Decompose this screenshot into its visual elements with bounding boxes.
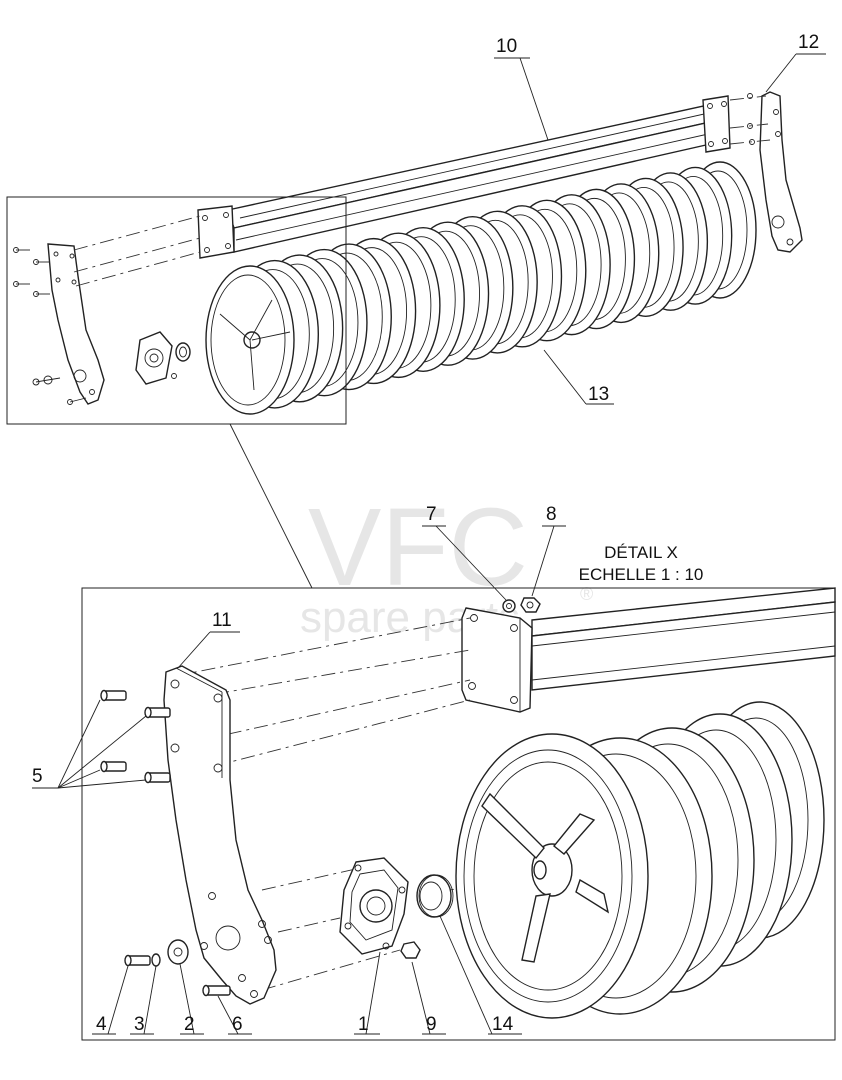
roller-discs xyxy=(205,161,757,415)
detail-roller-discs xyxy=(455,701,825,1019)
callout-6: 6 xyxy=(232,1014,243,1035)
nut-9 xyxy=(400,941,421,959)
fastener-group xyxy=(124,939,231,997)
shaft xyxy=(533,860,547,880)
callout-8: 8 xyxy=(546,504,557,525)
washer-7 xyxy=(502,599,516,613)
detail-x-region-box xyxy=(6,196,347,425)
spoke xyxy=(553,813,596,855)
hub xyxy=(531,843,573,897)
detail-view-frame xyxy=(81,587,836,1041)
callout-14: 14 xyxy=(492,1014,514,1035)
detail-beam xyxy=(461,587,836,713)
callout-11: 11 xyxy=(212,610,232,631)
callout-3: 3 xyxy=(134,1014,145,1035)
callout-10: 10 xyxy=(496,36,517,57)
callout-5: 5 xyxy=(32,766,43,787)
right-side-plate xyxy=(729,91,803,253)
callout-1: 1 xyxy=(358,1014,369,1035)
bolts-5 xyxy=(100,689,171,784)
overview-assembly xyxy=(6,91,803,589)
callout-2: 2 xyxy=(184,1014,195,1035)
callout-labels: 10 12 13 7 8 11 5 4 3 2 6 1 9 14 xyxy=(32,32,819,1035)
top-beam xyxy=(197,95,731,259)
callout-leaders xyxy=(32,53,826,1035)
spoke xyxy=(521,893,551,963)
watermark-registered-symbol: ® xyxy=(580,584,593,604)
detail-assembly-axes xyxy=(174,617,531,991)
callout-12: 12 xyxy=(798,32,819,53)
watermark-logo: VFC xyxy=(308,486,528,609)
callout-4: 4 xyxy=(96,1014,107,1035)
spoke xyxy=(481,792,545,860)
washer-2 xyxy=(167,939,189,965)
washer-3 xyxy=(151,953,161,967)
detail-title: DÉTAIL X xyxy=(604,543,678,562)
left-side-plate-small xyxy=(13,215,201,405)
spoke xyxy=(575,878,610,914)
disc-rim xyxy=(463,749,633,1003)
nut-8 xyxy=(520,597,541,613)
disc-rim xyxy=(210,274,286,406)
bearing-flange-1 xyxy=(339,857,409,955)
detail-leader-line xyxy=(229,423,313,589)
disc-inner-rim xyxy=(473,761,623,991)
ring-14 xyxy=(416,874,454,918)
callout-9: 9 xyxy=(426,1014,437,1035)
detail-view xyxy=(81,587,836,1041)
callout-13: 13 xyxy=(588,384,609,405)
callout-7: 7 xyxy=(426,504,437,525)
detail-scale: ECHELLE 1 : 10 xyxy=(579,565,704,584)
side-plate-11 xyxy=(163,665,277,1005)
